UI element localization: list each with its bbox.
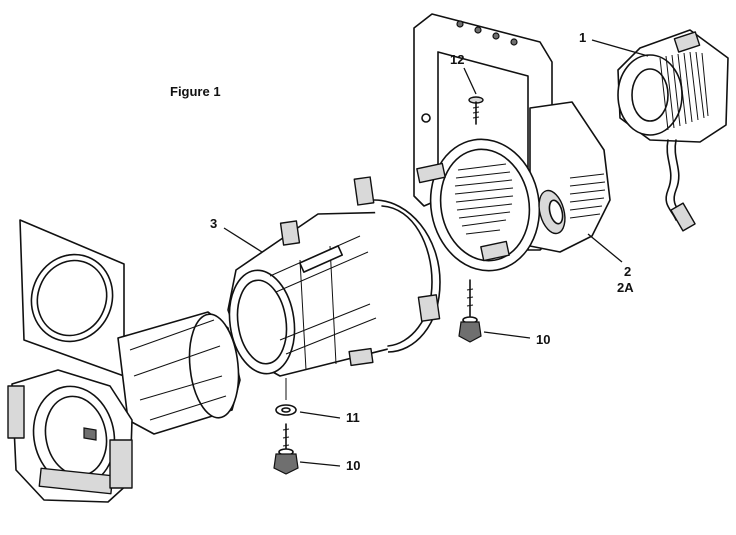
callout-2a: 2A (617, 280, 634, 295)
callout-10-upper: 10 (536, 332, 551, 347)
leader-line-10-lower (299, 461, 341, 467)
washer-11 (275, 378, 297, 416)
yoke-housing-assembly (413, 13, 611, 272)
leader-line-10-upper (483, 331, 531, 339)
lamp-cap-assembly (617, 29, 729, 232)
screw-12 (468, 96, 484, 125)
callout-11: 11 (346, 410, 360, 425)
leader-line-3 (223, 227, 263, 253)
callout-1: 1 (579, 30, 587, 45)
figure-title: Figure 1 (170, 84, 221, 99)
front-barrel-assembly (7, 219, 241, 503)
callout-10-lower: 10 (346, 458, 361, 473)
leader-line-2 (587, 233, 623, 263)
callout-12: 12 (450, 52, 465, 67)
callout-2: 2 (624, 264, 632, 279)
callout-3: 3 (210, 216, 218, 231)
thumbscrew-10-upper (458, 279, 482, 343)
lens-tube-assembly (227, 176, 441, 377)
leader-line-11 (299, 411, 341, 419)
leader-line-1 (591, 39, 649, 57)
thumbscrew-10-lower (273, 423, 299, 475)
leader-line-12 (463, 67, 477, 95)
